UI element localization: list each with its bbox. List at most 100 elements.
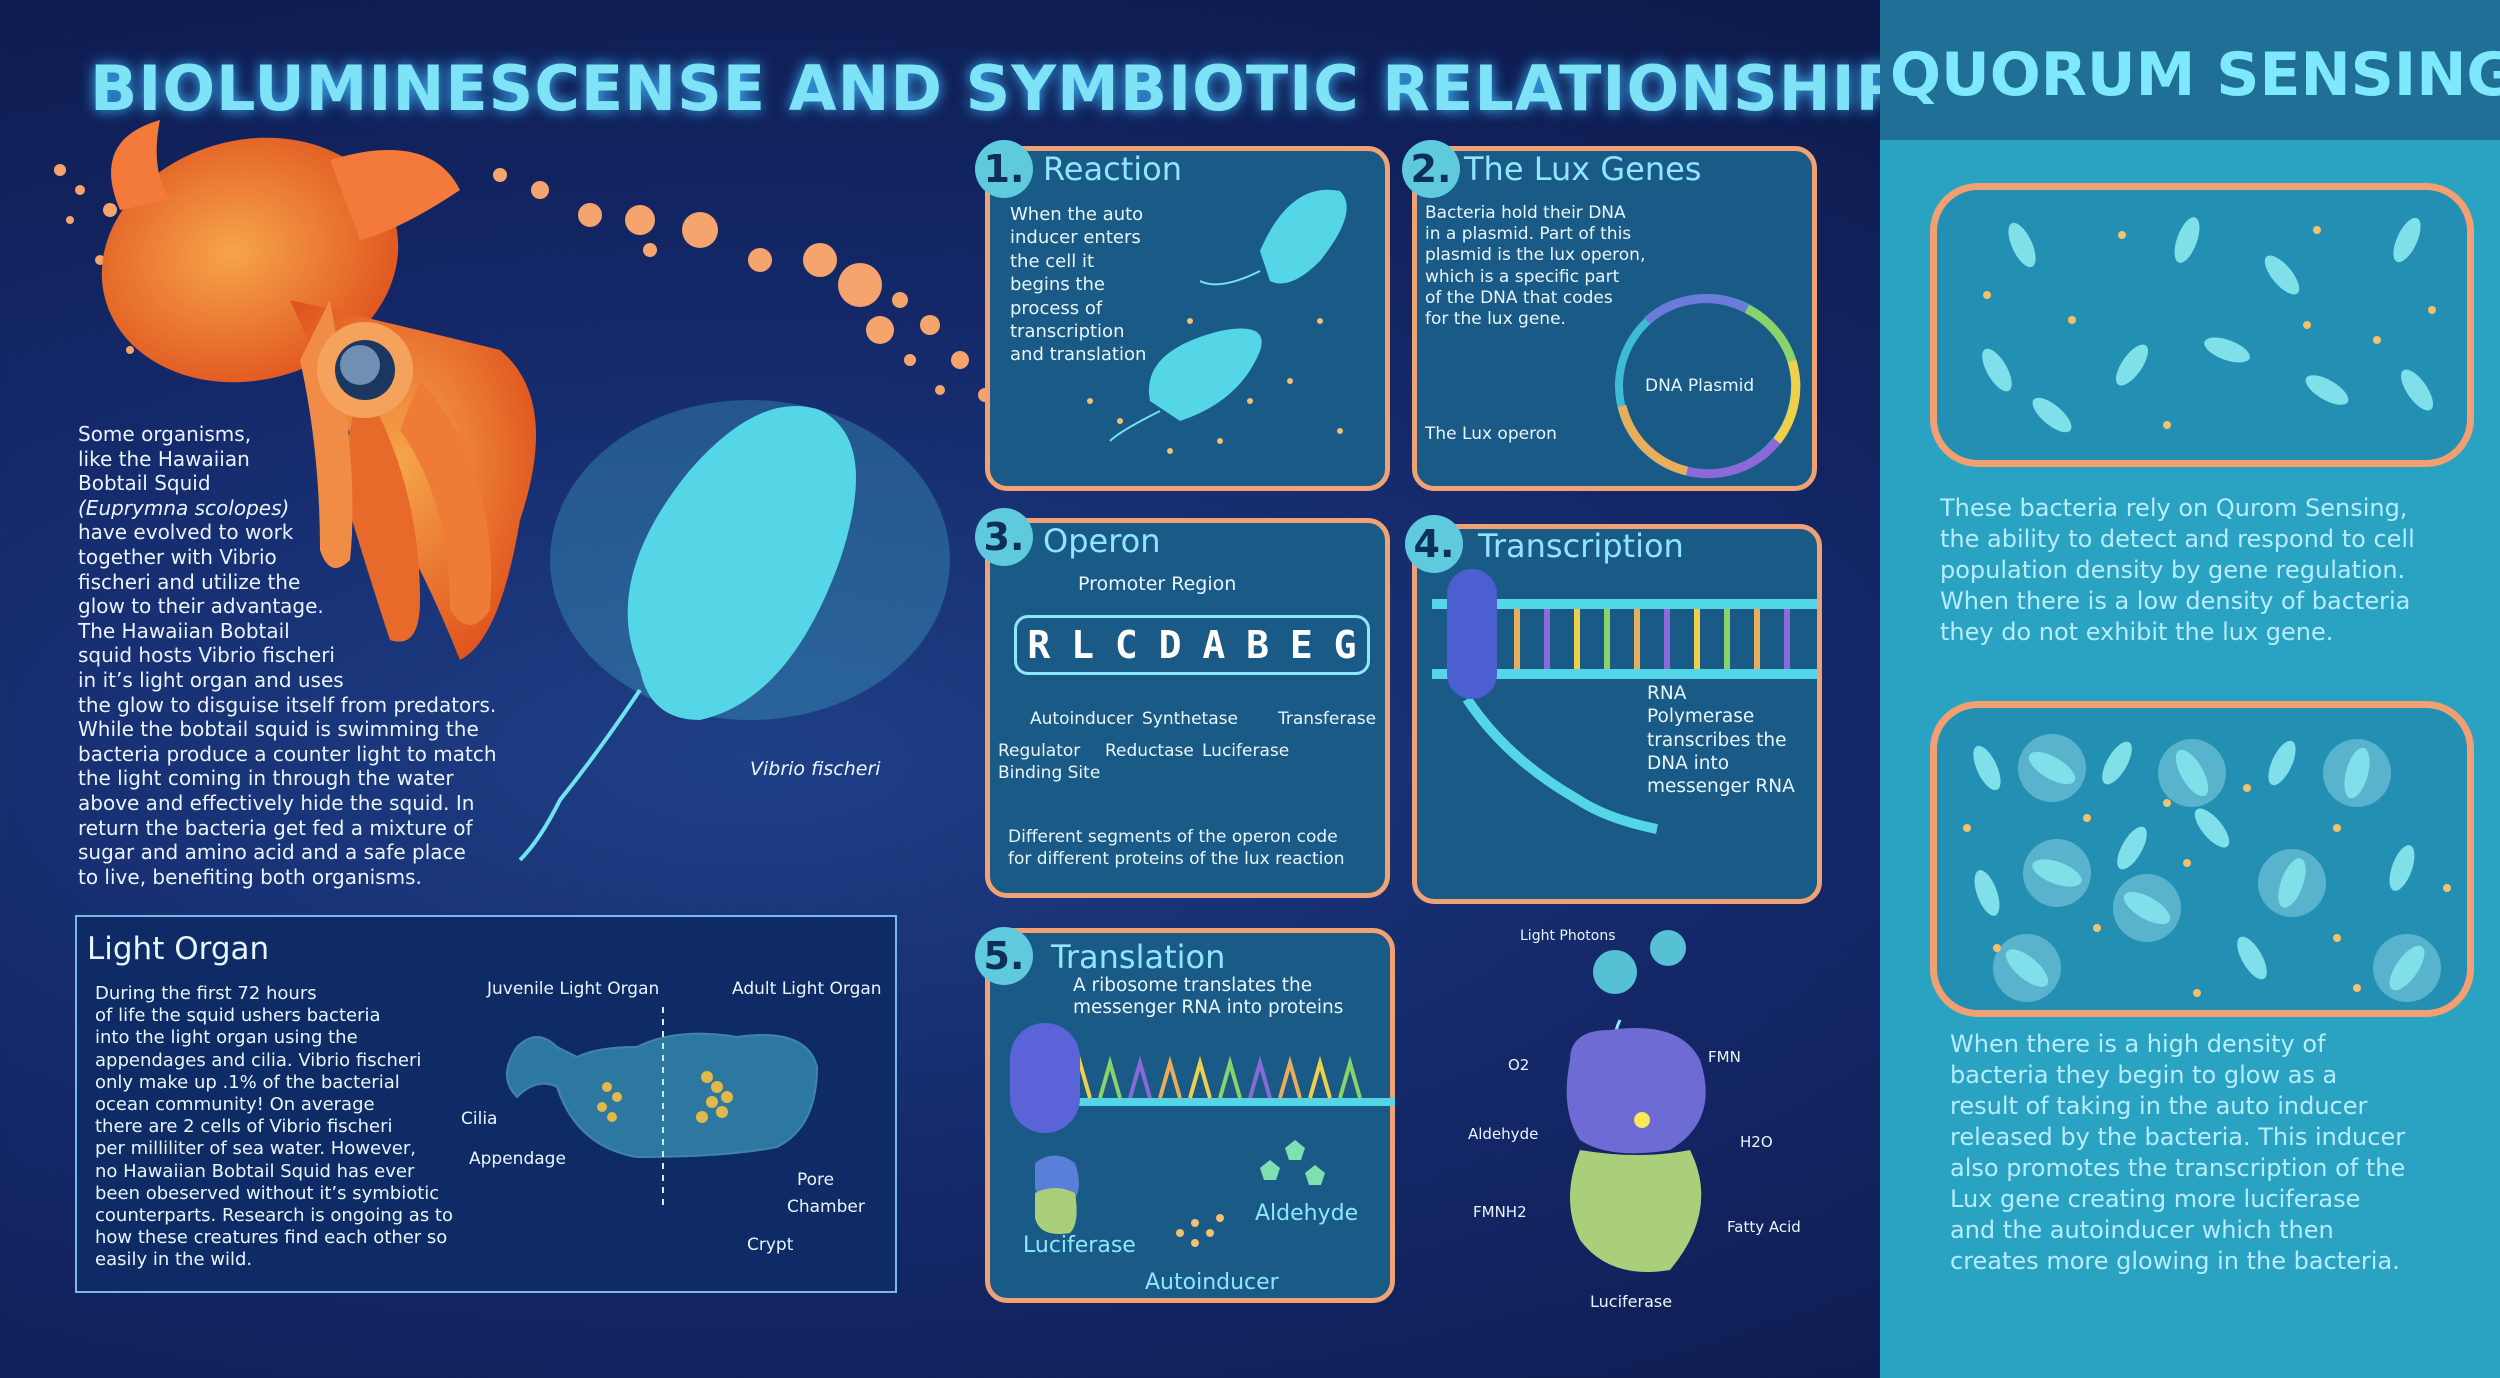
intro-line: in it’s light organ and uses [78, 667, 344, 692]
fmnh2-label: FMNH2 [1473, 1203, 1527, 1221]
panel-operon-number: 3. [975, 508, 1033, 566]
lo-line: counterparts. Research is ongoing as to [95, 1205, 453, 1227]
low-line: they do not exhibit the lux gene. [1940, 618, 2334, 646]
promoter-label: Promoter Region [1078, 573, 1237, 595]
lux-line: Bacteria hold their DNA [1425, 203, 1626, 223]
pore-label: Pore [797, 1170, 835, 1190]
lo-line: no Hawaiian Bobtail Squid has ever [95, 1160, 415, 1182]
gene-c: C [1114, 623, 1138, 667]
reductase-label: Reductase [1105, 741, 1194, 761]
gene-b: B [1246, 623, 1270, 667]
panel-transcription: RNA Polymerase transcribes the DNA into … [1412, 524, 1822, 904]
synthetase-label: Synthetase [1142, 709, 1238, 729]
gene-row: R L C D A B E G [1014, 615, 1370, 675]
lo-line: there are 2 cells of Vibrio fischeri [95, 1116, 393, 1138]
gene-a: A [1202, 623, 1226, 667]
h2o-label: H2O [1740, 1133, 1773, 1151]
high-density-text: When there is a high density of bacteria… [1950, 1029, 2490, 1277]
lux-operon-label: The Lux operon [1425, 424, 1557, 444]
intro-line: like the Hawaiian [78, 446, 250, 471]
panel-operon-title: Operon [1043, 522, 1161, 560]
reaction-line: the cell it [1010, 250, 1095, 272]
aldehyde-reactant-label: Aldehyde [1468, 1125, 1539, 1143]
intro-line: fischeri and utilize the [78, 569, 301, 594]
panel-lux-number: 2. [1402, 140, 1460, 198]
regulator-label: Regulator [998, 741, 1081, 761]
low-line: the ability to detect and respond to cel… [1940, 525, 2415, 553]
quorum-title: QUORUM SENSING [1890, 40, 2500, 110]
panel-translation: A ribosome translates the messenger RNA … [985, 928, 1395, 1303]
high-line: bacteria they begin to glow as a [1950, 1061, 2338, 1089]
gene-d: D [1158, 623, 1182, 667]
light-organ-text: During the first 72 hours of life the sq… [95, 983, 535, 1272]
vibrio-bacterium [518, 400, 950, 862]
lo-line: per milliliter of sea water. However, [95, 1138, 416, 1160]
gene-l: L [1071, 623, 1095, 667]
quorum-title-bar [1880, 0, 2500, 140]
translation-line-1: A ribosome translates the [1073, 975, 1313, 996]
high-line: and the autoinducer which then [1950, 1216, 2334, 1244]
lux-line: for the lux gene. [1425, 309, 1566, 330]
reaction-line: transcription [1010, 321, 1125, 343]
high-line: also promotes the transcription of the [1950, 1154, 2406, 1182]
intro-line: Bobtail Squid [78, 471, 211, 496]
lux-line: of the DNA that codes [1425, 287, 1613, 308]
plasmid-label: DNA Plasmid [1645, 376, 1755, 396]
reaction-bacteria [1087, 189, 1347, 454]
lo-line: appendages and cilia. Vibrio fischeri [95, 1049, 422, 1071]
panel-reaction: When the auto inducer enters the cell it… [985, 146, 1390, 491]
intro-line: have evolved to work [78, 520, 294, 545]
intro-line: the glow to disguise itself from predato… [78, 692, 497, 717]
translation-diagram [1010, 1023, 1395, 1247]
reaction-line: inducer enters [1010, 227, 1141, 249]
fmn-label: FMN [1708, 1048, 1741, 1066]
intro-line: glow to their advantage. [78, 594, 324, 619]
lux-text: Bacteria hold their DNA in a plasmid. Pa… [1425, 203, 1685, 330]
transferase-label: Transferase [1278, 709, 1377, 729]
binding-site-label: Binding Site [998, 763, 1101, 783]
panel-transcription-number: 4. [1405, 515, 1463, 573]
lo-line: of life the squid ushers bacteria [95, 1005, 381, 1027]
low-density-bacteria [1982, 217, 2436, 433]
low-density-text: These bacteria rely on Qurom Sensing, th… [1940, 493, 2480, 648]
light-organ-title: Light Organ [87, 931, 270, 967]
lo-line: only make up .1% of the bacterial [95, 1071, 400, 1093]
light-organ-box: Light Organ During the first 72 hours of… [75, 915, 897, 1293]
transcription-line: RNA [1647, 683, 1687, 704]
photons-label: Light Photons [1520, 928, 1616, 944]
luciferase-reaction-diagram [1566, 930, 1706, 1272]
lo-line: During the first 72 hours [95, 983, 317, 1004]
intro-line: together with Vibrio [78, 544, 277, 569]
panel-translation-title: Translation [1051, 938, 1226, 976]
transcription-line: messenger RNA [1647, 776, 1795, 798]
intro-line: return the bacteria get fed a mixture of [78, 815, 473, 840]
lo-line: easily in the wild. [95, 1249, 253, 1271]
intro-text: Some organisms, like the Hawaiian Bobtai… [78, 422, 598, 889]
fatty-acid-label: Fatty Acid [1727, 1218, 1801, 1236]
low-line: population density by gene regulation. [1940, 556, 2406, 584]
high-line: Lux gene creating more luciferase [1950, 1185, 2361, 1213]
panel-reaction-title: Reaction [1043, 150, 1182, 188]
cilia-label: Cilia [461, 1109, 498, 1129]
high-line: result of taking in the auto inducer [1950, 1092, 2368, 1120]
vibrio-label: Vibrio fischeri [750, 758, 881, 780]
main-title: BIOLUMINESCENSE AND SYMBIOTIC RELATIONSH… [90, 52, 1948, 125]
intro-line: bacteria produce a counter light to matc… [78, 741, 497, 766]
light-organ-diagram [506, 1007, 819, 1207]
high-density-bacteria [1963, 734, 2451, 1002]
operon-footer-1: Different segments of the operon code [1008, 827, 1338, 847]
crypt-label: Crypt [747, 1235, 794, 1255]
intro-line: (Euprymna scolopes) [78, 495, 290, 520]
high-line: creates more glowing in the bacteria. [1950, 1247, 2400, 1275]
high-line: When there is a high density of [1950, 1030, 2326, 1058]
adult-label: Adult Light Organ [732, 979, 882, 999]
high-density-box [1930, 701, 2474, 1017]
high-line: released by the bacteria. This inducer [1950, 1123, 2406, 1151]
lux-line: which is a specific part [1425, 266, 1620, 287]
lo-line: how these creatures find each other so [95, 1227, 448, 1249]
chamber-label: Chamber [787, 1197, 865, 1217]
translation-line-2: messenger RNA into proteins [1073, 997, 1344, 1018]
reaction-line: begins the [1010, 274, 1105, 296]
reaction-line: process of [1010, 297, 1103, 319]
o2-label: O2 [1508, 1056, 1530, 1074]
